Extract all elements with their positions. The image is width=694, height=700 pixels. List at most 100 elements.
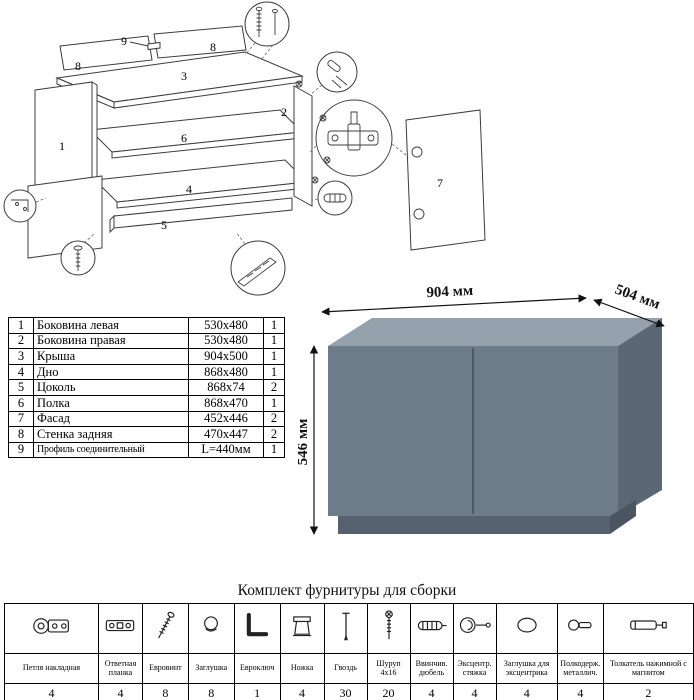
width-label: 904 мм (426, 283, 473, 301)
hardware-item-name: Заглушка для эксцентрика (495, 653, 558, 684)
dowel-icon (417, 620, 447, 631)
hardware-item-qty: 4 (4, 683, 99, 700)
parts-table-cell: 1 (263, 332, 285, 350)
hardware-icon-cell (495, 603, 558, 654)
parts-table-cell: 1 (263, 348, 285, 365)
hardware-item-qty: 4 (98, 683, 143, 700)
parts-table-cell: 868x74 (188, 379, 264, 396)
parts-table-cell: Дно (33, 363, 189, 381)
hardware-item-qty: 20 (366, 683, 411, 700)
parts-table-cell: 1 (263, 441, 285, 459)
dimension-height: 546 мм (298, 345, 319, 535)
leg-icon (292, 616, 312, 637)
hardware-item-name: Петля накладная (4, 653, 99, 684)
hardware-icon-cell (141, 603, 189, 654)
part-label-3: 3 (181, 69, 187, 83)
small-screws (296, 81, 330, 183)
parts-table-cell: 904x500 (188, 348, 264, 365)
part-label-5: 5 (161, 218, 167, 232)
parts-table-cell: 530x480 (188, 332, 264, 350)
exploded-diagram: 9 8 8 3 6 4 5 1 2 7 (2, 0, 492, 308)
parts-table-cell: Цоколь (33, 379, 189, 396)
hardware-icon-cell (602, 603, 694, 654)
callout-cam-bolt (310, 52, 357, 95)
hardware-item-name: Евроключ (233, 653, 281, 684)
plate-icon (106, 619, 135, 632)
camcap-icon (517, 617, 537, 633)
hardware-icon-cell (366, 603, 411, 654)
callout-bracket (4, 190, 46, 222)
diagram-part-labels: 9 8 8 3 6 4 5 1 2 7 (59, 34, 443, 232)
parts-table-cell: Боковина левая (33, 317, 189, 334)
parts-table-cell: 1 (263, 363, 285, 381)
hardware-icons-row (4, 603, 694, 654)
cabinet-top-face (328, 318, 662, 346)
hardware-item-qty: 8 (141, 683, 189, 700)
parts-table-cell: 2 (263, 410, 285, 428)
parts-table-cell: Профиль соединительный (33, 441, 189, 459)
hardware-icon-cell (98, 603, 143, 654)
parts-table-cell: Боковина правая (33, 332, 189, 350)
hardware-item-name: Заглушка (187, 653, 235, 684)
parts-table-cell: 868x470 (188, 394, 264, 412)
cap-icon (204, 616, 219, 632)
back-wall-right (154, 26, 246, 58)
parts-table-cell: 530x480 (188, 317, 264, 334)
parts-table-cell: 8 (8, 426, 34, 443)
part-label-2: 2 (281, 105, 287, 119)
depth-label: 504 мм (613, 282, 662, 313)
pusher-icon (630, 620, 668, 630)
hardware-item-name: Евровинт (141, 653, 189, 684)
cabinet-side-face (618, 318, 662, 516)
connecting-profile (148, 43, 160, 50)
callout-hinge (310, 100, 407, 176)
part-label-8: 8 (210, 40, 216, 54)
parts-table-cell: 4 (8, 363, 34, 381)
hardware-item-qty: 4 (556, 683, 604, 700)
cabinet-plinth-side (610, 500, 636, 534)
cam-icon (459, 617, 491, 633)
euroscrew-icon (158, 611, 175, 639)
hardware-icon-cell (187, 603, 235, 654)
parts-table-cell: Стенка задняя (33, 426, 189, 443)
callout-profile (231, 232, 285, 295)
hinge-cup-hole (414, 209, 424, 219)
parts-table-cell: Фасад (33, 410, 189, 428)
callout-screw (61, 234, 95, 275)
hardware-item-qty: 4 (409, 683, 454, 700)
hardware-item-name: Ножка (279, 653, 325, 684)
hardware-item-qty: 1 (233, 683, 281, 700)
hardware-icon-cell (279, 603, 325, 654)
parts-table-cell: 1 (263, 317, 285, 334)
hardware-kit-title: Комплект фурнитуры для сборки (237, 582, 457, 599)
callout-dowel-horizontal (312, 181, 352, 215)
hardware-icon-cell (4, 603, 99, 654)
part-label-6: 6 (181, 131, 187, 145)
right-side-panel (294, 86, 312, 206)
parts-table-cell: 452x446 (188, 410, 264, 428)
parts-table-cell: L=440мм (188, 441, 264, 459)
parts-table-cell: 470x447 (188, 426, 264, 443)
callout-dowels (245, 2, 289, 60)
hardware-item-qty: 4 (279, 683, 325, 700)
hardware-item-name: Эксцентр. стяжка (452, 653, 497, 684)
dimension-width: 904 мм (321, 283, 587, 316)
hardware-item-qty: 8 (187, 683, 235, 700)
hardware-icon-cell (556, 603, 604, 654)
back-wall-left (60, 36, 152, 70)
hardware-icon-cell (233, 603, 281, 654)
front-facade-right (406, 110, 485, 250)
parts-table-cell: 2 (263, 379, 285, 396)
screw-icon (384, 610, 393, 640)
